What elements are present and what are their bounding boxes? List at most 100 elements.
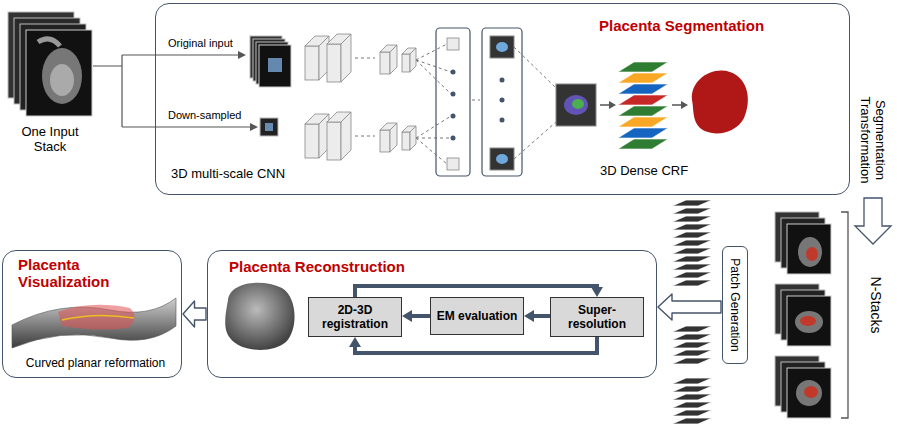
patch-slices bbox=[672, 232, 712, 238]
visualization-panel: Placenta VisualizationCurved planar refo… bbox=[2, 250, 182, 378]
n-stacks-illustration bbox=[806, 247, 818, 261]
curved-planar-reformation bbox=[12, 298, 176, 348]
crf-illustration bbox=[618, 84, 668, 94]
crf-illustration bbox=[618, 128, 668, 138]
process-box: 2D-3D registration bbox=[308, 297, 402, 337]
feature-columns bbox=[482, 28, 522, 176]
n-stacks-illustration bbox=[787, 224, 831, 274]
crf-illustration bbox=[572, 99, 584, 109]
feature-columns bbox=[490, 148, 514, 170]
patch-slices bbox=[672, 272, 712, 278]
node-title: Patch Generation bbox=[728, 258, 742, 351]
node-title: Placenta Reconstruction bbox=[229, 258, 405, 275]
feature-columns bbox=[500, 98, 505, 103]
patch-slices bbox=[672, 342, 712, 348]
curved-planar-reformation bbox=[12, 298, 176, 348]
feature-columns bbox=[496, 154, 508, 164]
original-input-stack bbox=[260, 118, 278, 136]
patch-slices bbox=[672, 402, 712, 408]
patch-slices bbox=[672, 208, 712, 214]
crf-illustration bbox=[618, 139, 668, 149]
feature-columns bbox=[451, 92, 456, 97]
connector bbox=[658, 294, 721, 320]
patch-slices bbox=[672, 386, 712, 392]
feature-columns bbox=[500, 78, 505, 83]
cnn-connections bbox=[355, 44, 556, 164]
cnn-layers bbox=[327, 122, 341, 160]
feature-columns bbox=[500, 118, 505, 123]
crf-illustration bbox=[672, 104, 682, 106]
n-stacks-illustration bbox=[798, 237, 822, 267]
input-branch-arrows bbox=[250, 123, 258, 131]
cnn-layers bbox=[410, 48, 416, 72]
patch-slices bbox=[672, 256, 712, 262]
connector bbox=[349, 337, 597, 353]
n-stacks-illustration bbox=[800, 316, 816, 326]
cnn-layers bbox=[341, 112, 351, 160]
curved-planar-reformation bbox=[58, 305, 135, 330]
reconstructed-placenta bbox=[225, 283, 294, 350]
feature-columns bbox=[490, 36, 514, 58]
original-input-stack bbox=[259, 45, 291, 87]
feature-columns bbox=[451, 70, 456, 75]
segmentation-panel: Placenta Segmentation 3D multi-scale CNN bbox=[155, 3, 850, 195]
feature-columns bbox=[436, 28, 470, 176]
patch-slices bbox=[672, 410, 712, 416]
cnn-layers bbox=[390, 45, 397, 74]
connector bbox=[183, 301, 206, 327]
patch-slices bbox=[672, 264, 712, 270]
cnn-layers bbox=[410, 126, 416, 150]
crf-illustration bbox=[618, 106, 668, 116]
n-stacks-illustration bbox=[804, 386, 818, 398]
node-title: Placenta Segmentation bbox=[599, 17, 764, 34]
transformation-arrow bbox=[855, 198, 891, 244]
patch-slices bbox=[672, 216, 712, 222]
cnn-layers bbox=[447, 38, 459, 50]
crf-illustration bbox=[556, 62, 748, 149]
connector-line bbox=[355, 286, 597, 297]
arrow-head bbox=[524, 310, 534, 322]
n-stacks-illustration bbox=[795, 311, 823, 333]
crf-illustration bbox=[600, 104, 610, 106]
node-title: Placenta Visualization bbox=[18, 256, 138, 290]
feature-columns bbox=[496, 42, 508, 52]
arrow-head bbox=[402, 310, 412, 322]
cnn-layers bbox=[327, 44, 341, 82]
patch-slices bbox=[672, 358, 712, 364]
original-input-stack bbox=[268, 58, 282, 72]
process-box: Super-resolution bbox=[550, 297, 644, 337]
cnn-layers bbox=[380, 52, 390, 74]
annotation-label: 3D Dense CRF bbox=[600, 163, 688, 178]
crf-illustration bbox=[618, 73, 668, 83]
patch-slices bbox=[672, 378, 712, 384]
connector bbox=[524, 310, 550, 322]
original-input-stack bbox=[265, 123, 273, 131]
n-stacks-illustration bbox=[775, 212, 848, 418]
node-text: 3D multi-scale CNN bbox=[171, 166, 285, 181]
patch-slices bbox=[672, 224, 712, 230]
n-stacks-illustration bbox=[796, 380, 822, 406]
cnn-layers bbox=[305, 46, 319, 80]
input-branch-arrows bbox=[93, 51, 258, 131]
cnn-layers bbox=[402, 132, 410, 150]
cnn-layers bbox=[305, 124, 319, 158]
connector-line bbox=[533, 314, 550, 318]
crf-illustration bbox=[681, 101, 688, 109]
crf-illustration bbox=[609, 101, 616, 109]
cnn-connections bbox=[472, 100, 480, 101]
reconstructed-placenta bbox=[225, 283, 294, 350]
feature-columns bbox=[436, 28, 522, 176]
block-arrow bbox=[183, 301, 206, 327]
crf-illustration bbox=[564, 95, 588, 115]
cnn-connections bbox=[416, 44, 451, 164]
input-stack bbox=[8, 12, 92, 116]
cnn-layers bbox=[447, 158, 459, 170]
input-branch-arrows bbox=[93, 55, 252, 127]
node-title: 2D-3D registration bbox=[313, 303, 397, 331]
patch-slices bbox=[672, 394, 712, 400]
connector-line bbox=[411, 314, 430, 318]
n-stacks-illustration bbox=[787, 296, 831, 346]
